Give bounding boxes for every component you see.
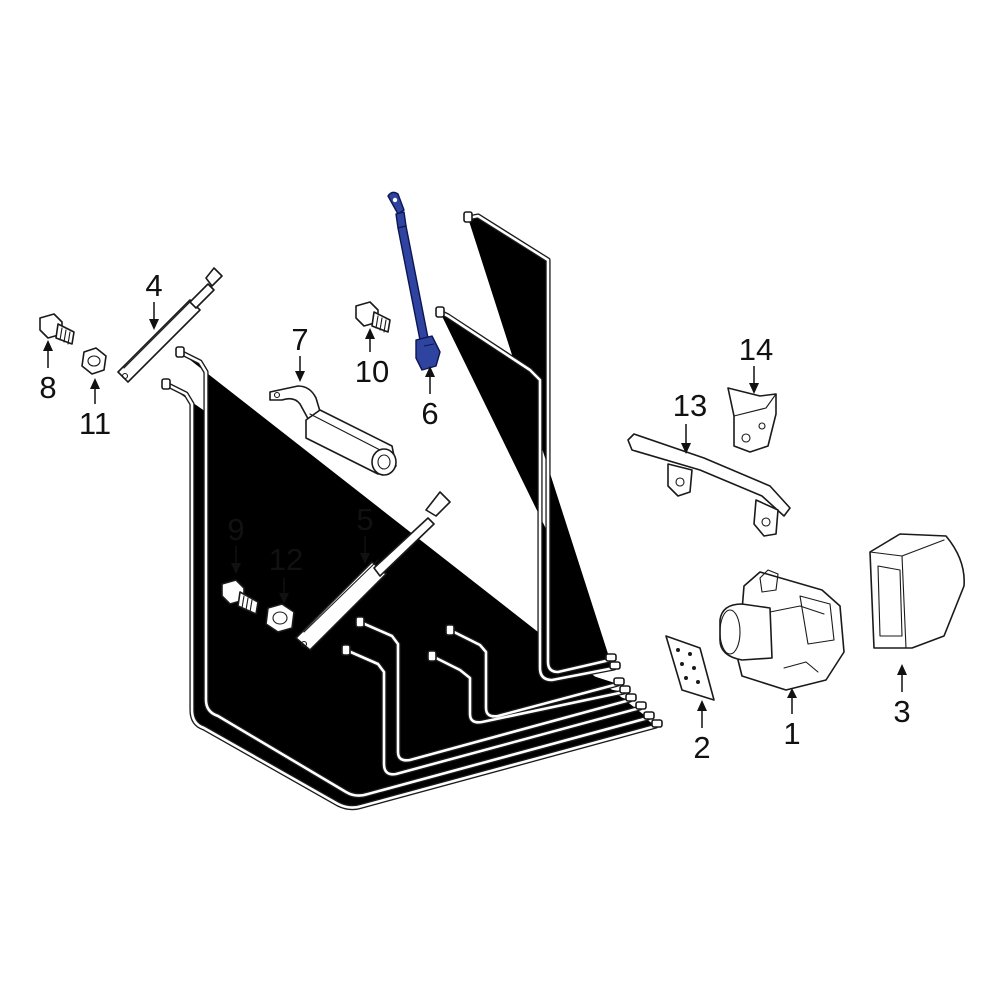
part-14-bracket [727,387,777,453]
callout-label-2: 2 [693,730,710,765]
callout-label-7: 7 [291,322,308,357]
callout-4[interactable]: 4 [145,268,163,330]
part-13-mounting-bracket [627,433,791,537]
callout-6[interactable]: 6 [421,366,439,431]
callout-label-1: 1 [783,716,800,751]
callout-label-8: 8 [39,370,56,405]
callout-1[interactable]: 1 [783,688,801,751]
part-6-cylinder-rod [387,191,441,371]
part-12-nut [265,603,295,633]
callout-label-14: 14 [739,332,773,367]
callout-10[interactable]: 10 [355,328,389,389]
callout-2[interactable]: 2 [693,700,711,765]
callout-label-5: 5 [356,502,373,537]
part-5-lift-cylinder [295,491,451,651]
part-2-mounting-plate [665,635,715,701]
callout-label-6: 6 [421,396,438,431]
callout-11[interactable]: 11 [79,378,111,441]
callout-3[interactable]: 3 [893,664,911,729]
callout-12[interactable]: 12 [269,542,303,604]
callout-9[interactable]: 9 [227,512,245,574]
callout-label-11: 11 [79,406,111,441]
part-8-bolt [39,313,75,345]
part-1-hydraulic-pump [719,569,845,691]
callout-7[interactable]: 7 [291,322,309,382]
callout-label-10: 10 [355,354,389,389]
part-7-cylinder-mount [269,385,397,476]
callout-label-4: 4 [145,268,162,303]
callout-14[interactable]: 14 [739,332,773,394]
callout-label-13: 13 [673,388,707,423]
part-10-bolt [355,301,391,333]
callout-5[interactable]: 5 [356,502,374,564]
part-4-lift-cylinder [117,267,223,383]
callout-label-9: 9 [227,512,244,547]
part-11-nut [81,347,107,375]
part-3-pump-cover [869,533,965,649]
callout-13[interactable]: 13 [673,388,707,454]
part-9-bolt [221,579,259,615]
callout-label-3: 3 [893,694,910,729]
hydraulic-lines [161,211,663,808]
callout-label-12: 12 [269,542,303,577]
callout-8[interactable]: 8 [39,340,57,405]
